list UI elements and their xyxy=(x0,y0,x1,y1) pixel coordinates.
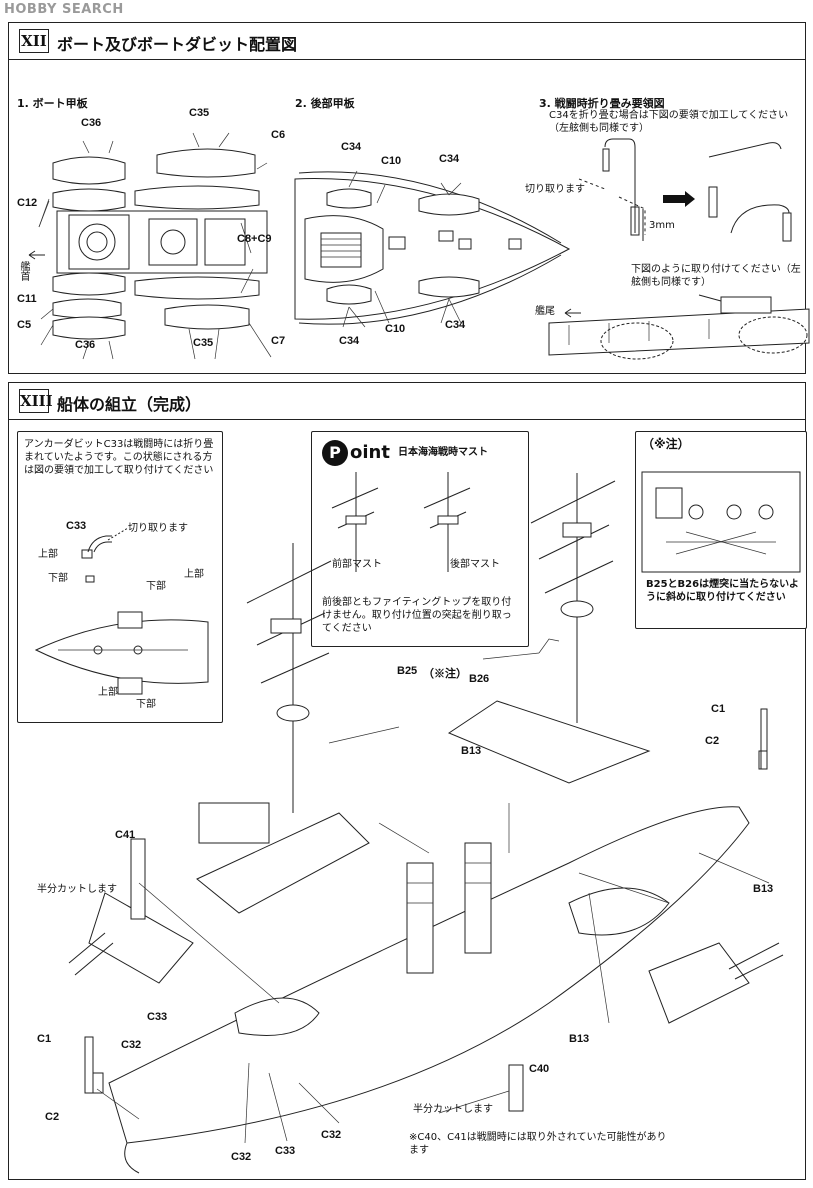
watermark: HOBBY SEARCH xyxy=(4,2,124,17)
section-13-title: 船体の組立（完成） xyxy=(57,395,202,414)
label-c34-c: C34 xyxy=(339,335,360,347)
section-13-panel: XIII 船体の組立（完成） アンカーダビットC33は戦闘時には折り畳まれていた… xyxy=(8,382,807,1180)
label-b13-c: B13 xyxy=(569,1033,590,1045)
label-b13-b: B13 xyxy=(753,883,774,895)
label-c32-b: C32 xyxy=(321,1129,342,1141)
note-box-diagram xyxy=(641,471,801,573)
anchor-upper-label-a: 上部 xyxy=(38,549,58,560)
label-c11: C11 xyxy=(17,293,37,305)
anchor-lower-label-a: 下部 xyxy=(48,573,68,584)
point-logo: P xyxy=(322,440,348,466)
ship-assembly-diagram xyxy=(68,473,784,1174)
fold-guide-diagram xyxy=(548,138,810,360)
point-masts-diagram xyxy=(331,472,471,572)
point-word: oint xyxy=(350,442,390,463)
label-c7: C7 xyxy=(271,335,286,347)
section-13-number: XIII xyxy=(19,389,53,413)
half-cut-label-b: 半分カットします xyxy=(413,1104,493,1115)
stern-label: 艦尾 xyxy=(535,306,555,317)
fold-guide-note: C34を折り畳む場合は下図の要領で加工してください（左舷側も同様です） xyxy=(549,110,789,134)
label-c2-right: C2 xyxy=(705,735,720,747)
fold-3mm-label: 3mm xyxy=(649,220,675,231)
label-b25: B25 xyxy=(397,665,418,677)
aft-deck-heading: 2. 後部甲板 xyxy=(295,97,355,110)
label-b13-a: B13 xyxy=(461,745,482,757)
label-c34-b: C34 xyxy=(439,153,460,165)
fold-attach-note: 下図のように取り付けてください（左舷側も同様です） xyxy=(631,264,801,288)
note-box: （※注） B25とB26は煙突に当たらないように斜めに取り付けてください xyxy=(635,431,807,629)
section-13-header: XIII 船体の組立（完成） xyxy=(9,383,805,420)
section-12-panel: XII ボート及びボートダビット配置図 1. ボート甲板 2. 後部甲板 3. … xyxy=(8,22,810,374)
label-c35-top: C35 xyxy=(189,107,210,119)
label-c12: C12 xyxy=(17,197,38,209)
section-12-title: ボート及びボートダビット配置図 xyxy=(57,35,298,54)
footnote: ※C40、C41は戦闘時には取り外されていた可能性があります xyxy=(409,1132,667,1156)
label-c33-a: C33 xyxy=(147,1011,168,1023)
anchor-davit-note: アンカーダビットC33は戦闘時には折り畳まれていたようです。この状態にされる方は… xyxy=(24,439,214,476)
label-c35-bottom: C35 xyxy=(193,337,214,349)
label-c2-left: C2 xyxy=(45,1111,60,1123)
anchor-davit-diagram xyxy=(34,527,209,695)
anchor-lower-label-b: 下部 xyxy=(146,581,166,592)
anchor-cut-label: 切り取ります xyxy=(128,523,188,534)
label-c1-left: C1 xyxy=(37,1033,52,1045)
anchor-davit-box: アンカーダビットC33は戦闘時には折り畳まれていたようです。この状態にされる方は… xyxy=(17,431,223,723)
bow-label: 艦首 xyxy=(18,261,29,281)
label-c8-c9: C8+C9 xyxy=(237,233,272,245)
note-box-title: （※注） xyxy=(642,437,690,451)
point-title: 日本海海戦時マスト xyxy=(398,447,488,458)
label-c41: C41 xyxy=(115,829,136,841)
label-c36-top: C36 xyxy=(81,117,102,129)
label-c6: C6 xyxy=(271,129,286,141)
label-c5: C5 xyxy=(17,319,32,331)
label-c36-bottom: C36 xyxy=(75,339,96,351)
boat-deck-heading: 1. ボート甲板 xyxy=(17,97,88,110)
label-note-ref: （※注） xyxy=(423,668,467,680)
half-cut-label-a: 半分カットします xyxy=(37,884,117,895)
aft-deck-diagram xyxy=(294,170,571,328)
boat-deck-diagram xyxy=(28,132,272,360)
section-12-number: XII xyxy=(19,29,49,53)
note-box-text: B25とB26は煙突に当たらないように斜めに取り付けてください xyxy=(646,579,799,603)
anchor-upper-label-b: 上部 xyxy=(184,569,204,580)
aft-mast-label: 後部マスト xyxy=(450,559,500,570)
label-b26: B26 xyxy=(469,673,490,685)
fold-cut-label: 切り取ります xyxy=(525,184,585,195)
point-box: P oint 日本海海戦時マスト 前部マスト 後部マスト 前後部ともファイティン… xyxy=(311,431,529,647)
label-c32-c: C32 xyxy=(231,1151,252,1163)
anchor-c33-label: C33 xyxy=(66,520,87,532)
fold-guide-heading: 3. 戦闘時折り畳み要領図 xyxy=(539,97,665,110)
label-c10-a: C10 xyxy=(381,155,402,167)
label-c33-b: C33 xyxy=(275,1145,296,1157)
fore-mast-label: 前部マスト xyxy=(332,559,382,570)
label-c32-a: C32 xyxy=(121,1039,142,1051)
section-12-header: XII ボート及びボートダビット配置図 xyxy=(9,23,805,60)
label-c1-right: C1 xyxy=(711,703,726,715)
label-c40: C40 xyxy=(529,1063,550,1075)
anchor-upper-label-c: 上部 xyxy=(98,687,118,698)
label-c34-d: C34 xyxy=(445,319,466,331)
anchor-lower-label-c: 下部 xyxy=(136,699,156,710)
label-c10-b: C10 xyxy=(385,323,406,335)
label-c34-a: C34 xyxy=(341,141,362,153)
point-note: 前後部ともファイティングトップを取り付けません。取り付け位置の突起を削り取ってく… xyxy=(322,597,512,634)
